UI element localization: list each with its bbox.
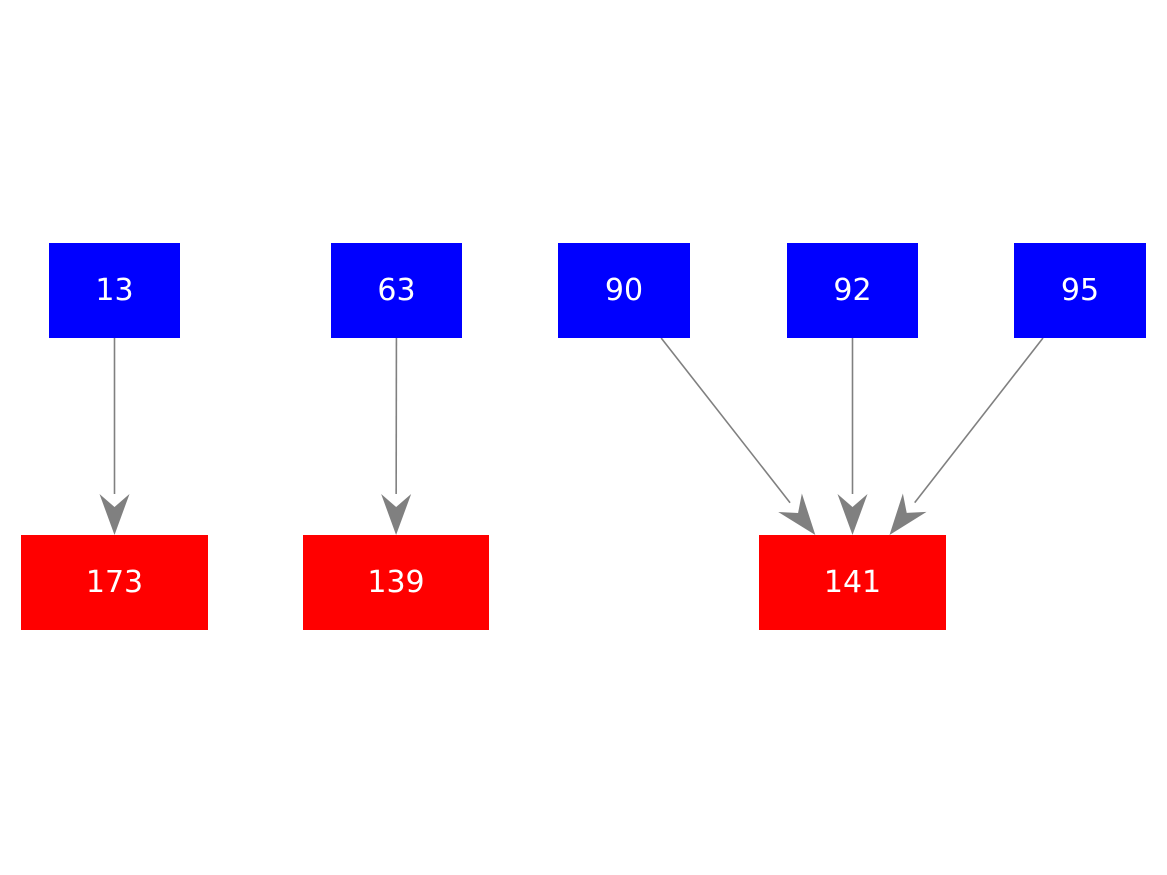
graph-node-label: 141	[823, 564, 882, 600]
graph-node-label: 13	[95, 272, 134, 308]
graph-node-label: 92	[833, 272, 872, 308]
graph-node-label: 95	[1060, 272, 1100, 308]
graph-node-92: 92	[787, 243, 918, 338]
graph-node-63: 63	[331, 243, 462, 338]
edge-arrowhead-95-141	[889, 493, 927, 535]
graph-node-label: 63	[377, 272, 416, 308]
graph-node-label: 139	[367, 564, 425, 600]
graph-node-173: 173	[21, 535, 208, 630]
edge-arrowhead-63-139	[381, 493, 412, 535]
edge-line-90-141	[660, 337, 791, 504]
graph-node-139: 139	[303, 535, 489, 630]
edge-arrowhead-90-141	[778, 493, 816, 535]
edge-arrowhead-92-141	[837, 494, 868, 535]
graph-node-141: 141	[759, 535, 946, 630]
graph-node-13: 13	[49, 243, 180, 338]
graph-node-90: 90	[558, 243, 690, 338]
edge-arrowhead-13-173	[99, 494, 130, 535]
graph-node-label: 173	[85, 564, 144, 600]
edge-line-95-141	[914, 337, 1044, 504]
graph-node-95: 95	[1014, 243, 1146, 338]
graph-node-label: 90	[604, 272, 644, 308]
